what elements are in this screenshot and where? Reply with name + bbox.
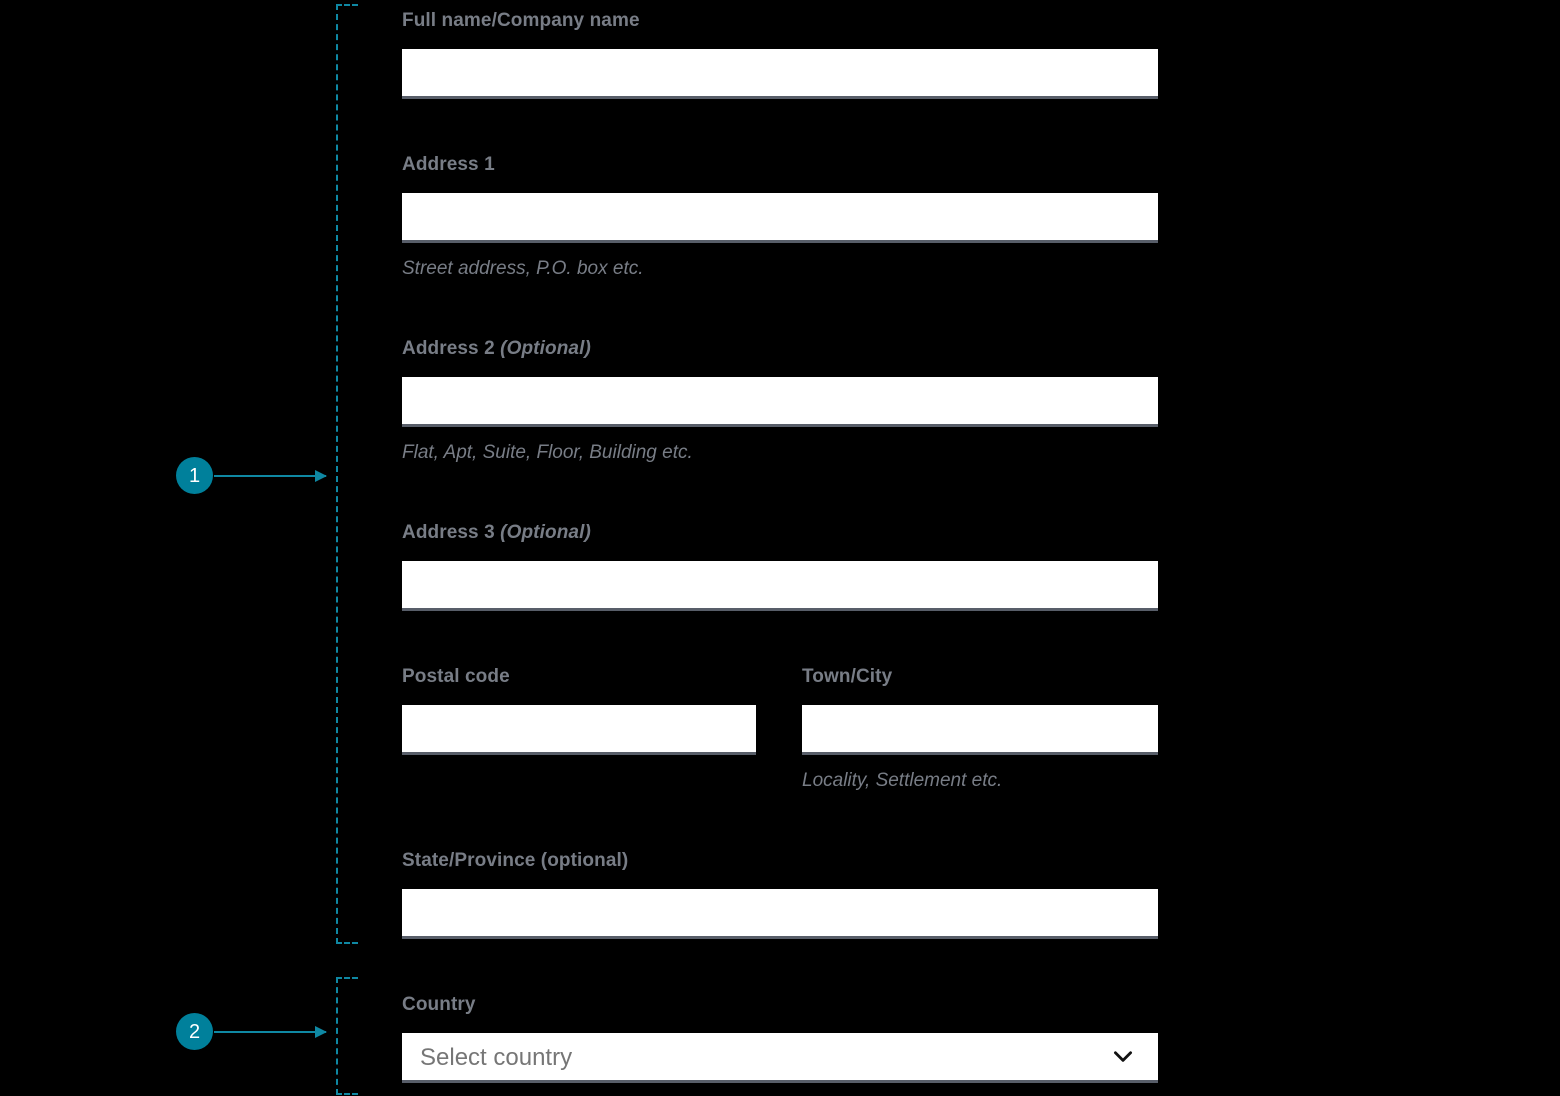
hint-town-city: Locality, Settlement etc. xyxy=(802,769,1003,791)
annotation-bracket-address-group xyxy=(336,4,358,944)
label-address-3-text: Address 3 xyxy=(402,522,495,543)
input-town-city[interactable] xyxy=(802,704,1158,755)
input-address-1[interactable] xyxy=(402,192,1158,243)
hint-address-2: Flat, Apt, Suite, Floor, Building etc. xyxy=(402,441,693,463)
label-state-province: State/Province (optional) xyxy=(402,850,1158,873)
field-country: Country Select country xyxy=(402,994,1158,1083)
input-full-name[interactable] xyxy=(402,48,1158,99)
select-country[interactable]: Select country xyxy=(402,1032,1158,1083)
field-address-2: Address 2 (Optional) Flat, Apt, Suite, F… xyxy=(402,338,1158,465)
label-postal-code-text: Postal code xyxy=(402,666,510,687)
label-full-name: Full name/Company name xyxy=(402,10,1158,33)
label-full-name-text: Full name/Company name xyxy=(402,10,640,31)
label-address-3: Address 3 (Optional) xyxy=(402,522,1158,545)
field-town-city: Town/City Locality, Settlement etc. xyxy=(802,666,1158,793)
label-town-city-text: Town/City xyxy=(802,666,893,687)
label-address-3-optional: (Optional) xyxy=(500,522,591,543)
label-state-province-text: State/Province (optional) xyxy=(402,850,629,871)
label-address-2-optional: (Optional) xyxy=(500,338,591,359)
chevron-down-icon xyxy=(1114,1051,1132,1063)
label-address-1: Address 1 xyxy=(402,154,1158,177)
annotation-badge-2: 2 xyxy=(176,1013,213,1050)
field-address-1: Address 1 Street address, P.O. box etc. xyxy=(402,154,1158,281)
input-address-3[interactable] xyxy=(402,560,1158,611)
label-country: Country xyxy=(402,994,1158,1017)
label-address-1-text: Address 1 xyxy=(402,154,495,175)
annotation-callout-2: 2 xyxy=(176,1013,327,1050)
field-full-name: Full name/Company name xyxy=(402,10,1158,99)
label-country-text: Country xyxy=(402,994,476,1015)
select-country-value: Select country xyxy=(420,1043,573,1071)
annotation-arrow-2 xyxy=(214,1025,327,1038)
input-address-2[interactable] xyxy=(402,376,1158,427)
label-address-2: Address 2 (Optional) xyxy=(402,338,1158,361)
field-address-3: Address 3 (Optional) xyxy=(402,522,1158,611)
annotation-bracket-country-group xyxy=(336,977,358,1095)
input-state-province[interactable] xyxy=(402,888,1158,939)
label-address-2-text: Address 2 xyxy=(402,338,495,359)
field-postal-code: Postal code xyxy=(402,666,756,755)
field-state-province: State/Province (optional) xyxy=(402,850,1158,939)
annotation-arrow-1 xyxy=(214,469,327,482)
label-town-city: Town/City xyxy=(802,666,1158,689)
hint-address-1: Street address, P.O. box etc. xyxy=(402,257,644,279)
label-postal-code: Postal code xyxy=(402,666,756,689)
annotation-callout-1: 1 xyxy=(176,457,327,494)
annotation-badge-1: 1 xyxy=(176,457,213,494)
input-postal-code[interactable] xyxy=(402,704,756,755)
